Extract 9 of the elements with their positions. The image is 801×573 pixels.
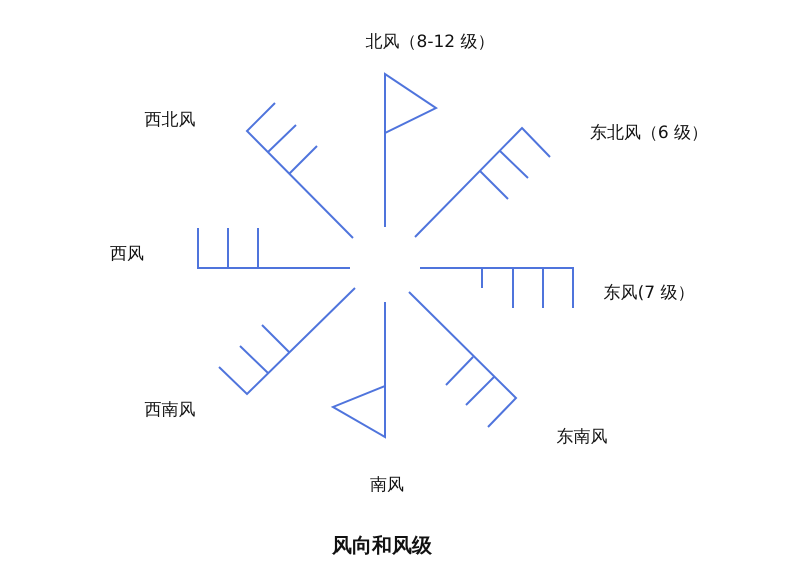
direction-label: 东南风	[556, 426, 608, 448]
direction-label: 西北风	[144, 110, 196, 130]
direction-label: 北风（8-12 级）	[366, 32, 494, 52]
direction-label: 东北风（6 级）	[590, 122, 708, 144]
direction-label: 南风	[370, 474, 404, 496]
direction-label: 西南风	[144, 400, 196, 420]
direction-label: 东风(7 级）	[604, 282, 694, 304]
caption: 风向和风级	[332, 533, 432, 557]
direction-label: 西风	[110, 244, 144, 264]
